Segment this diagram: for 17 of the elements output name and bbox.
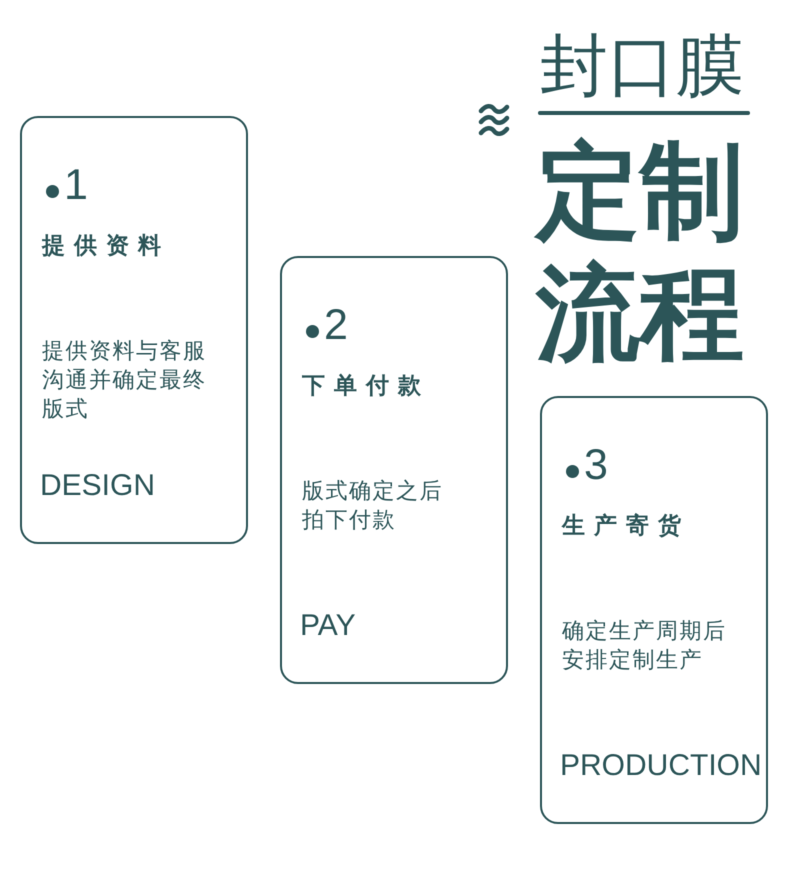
step-description: 版式确定之后拍下付款 bbox=[302, 478, 444, 535]
step-number: 1 bbox=[64, 164, 88, 207]
step-description: 提供资料与客服沟通并确定最终版式 bbox=[42, 338, 208, 424]
title: 封口膜 bbox=[540, 27, 744, 107]
step-card bbox=[540, 396, 768, 824]
step-number: 3 bbox=[584, 444, 608, 487]
step-number: 2 bbox=[324, 304, 348, 347]
step-heading: 提供资料 bbox=[42, 232, 170, 260]
step-heading: 下单付款 bbox=[302, 372, 430, 400]
step-english-title: DESIGN bbox=[40, 471, 156, 501]
step-english-title: PRODUCTION bbox=[560, 751, 762, 781]
step-card bbox=[20, 116, 248, 544]
step-description: 确定生产周期后安排定制生产 bbox=[562, 618, 728, 675]
step-english-title: PAY bbox=[300, 611, 356, 641]
step-card bbox=[280, 256, 508, 684]
step-heading: 生产寄货 bbox=[562, 512, 690, 540]
subtitle: 定制流程 bbox=[536, 130, 754, 374]
